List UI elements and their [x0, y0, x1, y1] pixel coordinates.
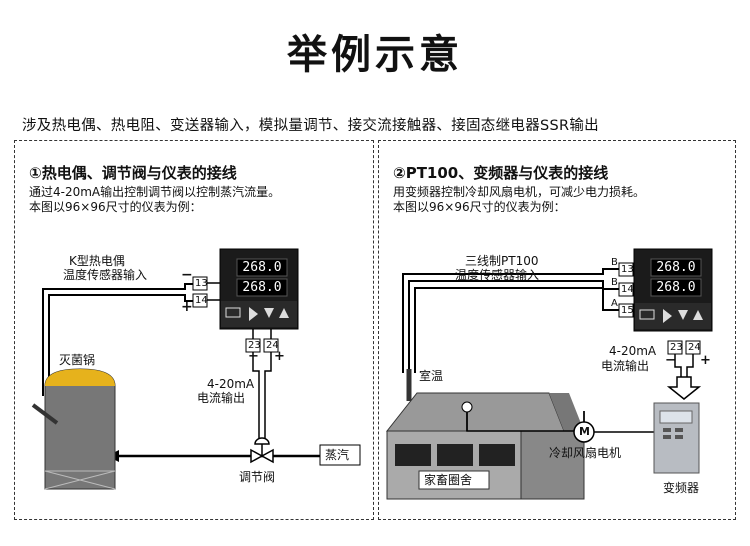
- terminal-13: 13: [195, 278, 208, 289]
- motor-symbol: M: [579, 425, 590, 438]
- terminal-14: 14: [195, 295, 208, 306]
- left-wiring-diagram: [31, 248, 361, 490]
- vfd-label: 变频器: [663, 481, 700, 495]
- right-wiring-diagram: [385, 248, 713, 500]
- controller-down-key-icon: [678, 310, 688, 320]
- controller-up-key-icon: [693, 310, 703, 320]
- valve-label: 调节阀: [239, 470, 276, 484]
- wire-a-label: A: [611, 298, 618, 309]
- livestock-barn: [385, 392, 585, 500]
- left-out-minus: −: [248, 349, 259, 364]
- page-subtitle: 涉及热电偶、热电阻、变送器输入，模拟量调节、接交流接触器、接固态继电器SSR输出: [22, 118, 599, 134]
- wire-b-label-2: B: [611, 277, 618, 288]
- controller-right-key-icon: [249, 307, 258, 321]
- left-sensor-label-1: K型热电偶: [69, 254, 125, 268]
- right-out-minus: −: [665, 353, 676, 368]
- right-output-label-2: 电流输出: [601, 359, 650, 373]
- terminal-23: 23: [248, 340, 261, 351]
- wire-b-label-1: B: [611, 257, 618, 268]
- right-desc-2: 本图以96×96尺寸的仪表为例：: [393, 200, 566, 214]
- output-arrow-icon: [666, 376, 702, 400]
- controller: [219, 248, 299, 330]
- tank-label: 灭菌锅: [59, 353, 96, 367]
- page-title: 举例示意: [287, 32, 463, 78]
- right-sensor-label-2: 温度传感器输入: [455, 268, 540, 282]
- display-sv: 268.0: [656, 280, 696, 295]
- controller-up-key-icon: [279, 308, 289, 318]
- terminal-15: 15: [621, 305, 634, 316]
- controller: [633, 248, 713, 332]
- left-output-label-1: 4-20mA: [207, 377, 255, 391]
- left-output-label-2: 电流输出: [197, 391, 246, 405]
- left-desc-2: 本图以96×96尺寸的仪表为例：: [29, 200, 202, 214]
- controller-down-key-icon: [264, 308, 274, 318]
- right-output-label-1: 4-20mA: [609, 344, 657, 358]
- right-sensor-label-1: 三线制PT100: [465, 254, 539, 268]
- sterilizer-tank: [44, 368, 116, 490]
- display-pv: 268.0: [656, 260, 696, 275]
- terminal-23: 23: [670, 342, 683, 353]
- display-sv: 268.0: [242, 280, 282, 295]
- left-panel: ①热电偶、调节阀与仪表的接线 通过4-20mA输出控制调节阀以控制蒸汽流量。 本…: [14, 140, 374, 520]
- terminal-24: 24: [688, 342, 701, 353]
- left-sensor-label-2: 温度传感器输入: [63, 268, 148, 282]
- room-temp-label: 室温: [419, 369, 444, 383]
- vfd-unit: [653, 402, 700, 474]
- barn-label: 家畜圈舍: [424, 473, 473, 487]
- right-desc-1: 用变频器控制冷却风扇电机，可减少电力损耗。: [393, 185, 646, 199]
- right-panel: ②PT100、变频器与仪表的接线 用变频器控制冷却风扇电机，可减少电力损耗。 本…: [378, 140, 736, 520]
- terminal-14: 14: [621, 284, 634, 295]
- right-heading: ②PT100、变频器与仪表的接线: [393, 164, 609, 182]
- left-minus-sign: −: [181, 267, 193, 283]
- left-heading: ①热电偶、调节阀与仪表的接线: [29, 164, 237, 182]
- control-valve-icon: [250, 437, 274, 464]
- terminal-13: 13: [621, 264, 634, 275]
- steam-label: 蒸汽: [325, 448, 350, 462]
- controller-set-key-icon: [639, 309, 655, 320]
- thermocouple-probe-icon: [31, 403, 59, 425]
- fan-icon: [461, 401, 473, 413]
- motor-label: 冷却风扇电机: [549, 446, 622, 460]
- left-plus-sign: +: [181, 299, 193, 315]
- controller-right-key-icon: [663, 309, 672, 323]
- terminal-24: 24: [266, 340, 279, 351]
- controller-set-key-icon: [225, 307, 241, 318]
- right-out-plus: +: [700, 353, 711, 368]
- left-out-plus: +: [274, 349, 285, 364]
- left-desc-1: 通过4-20mA输出控制调节阀以控制蒸汽流量。: [29, 185, 281, 199]
- display-pv: 268.0: [242, 260, 282, 275]
